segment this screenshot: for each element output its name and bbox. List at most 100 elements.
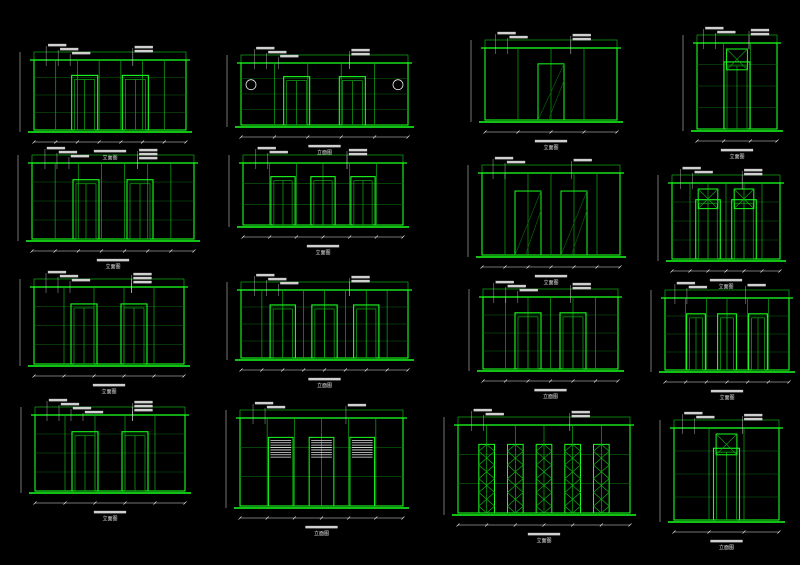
drawing-caption	[96, 258, 130, 262]
note-text-mark	[266, 405, 286, 409]
dimension-tick	[385, 368, 389, 372]
dimension-tick	[618, 265, 622, 269]
dimension-tick	[374, 235, 379, 239]
dimension-tick	[616, 379, 620, 383]
note-text-mark	[256, 46, 275, 50]
dimension-tick	[787, 380, 791, 384]
elevation-e13: 立面图	[20, 398, 191, 522]
lattice-diamond	[506, 471, 524, 487]
note-text-mark	[507, 284, 526, 288]
lattice-diamond	[506, 498, 524, 514]
drawing-subcaption: 立面图	[315, 249, 330, 256]
note-text-mark	[72, 406, 92, 410]
elevation-e15: 立面图	[443, 408, 636, 544]
note-text-mark	[59, 274, 79, 278]
dimension-tick	[239, 135, 243, 139]
dimension-tick	[760, 269, 764, 273]
note-text-mark	[280, 281, 299, 285]
dimension-tick	[549, 130, 553, 134]
note-text-mark	[684, 411, 703, 415]
lattice-diamond	[592, 471, 610, 487]
dimension-tick	[548, 379, 553, 383]
dimension-tick	[97, 140, 101, 144]
note-text-mark	[682, 166, 701, 170]
elevation-e14: 立面图	[225, 401, 409, 537]
note-text-mark	[696, 415, 715, 419]
dimension-tick	[241, 235, 245, 239]
dimension-tick	[183, 501, 187, 505]
dimension-tick	[526, 379, 530, 383]
elevation-e8: 立面图	[657, 166, 786, 290]
dimension-tick	[406, 368, 410, 372]
dimension-tick	[192, 249, 196, 253]
dimension-tick	[742, 269, 746, 273]
drawing-subcaption: 立面图	[536, 537, 551, 544]
lattice-diamond	[592, 485, 610, 500]
drawing-caption	[720, 148, 754, 152]
dimension-tick	[401, 235, 405, 239]
note-text-mark	[351, 48, 370, 52]
dimension-tick	[93, 501, 97, 505]
ornament-square	[733, 188, 755, 210]
elevation-e3: 立面图	[470, 31, 623, 151]
dimension-tick	[503, 265, 507, 269]
drawing-caption	[534, 388, 567, 392]
dimension-tick	[456, 523, 460, 527]
drawing-caption	[534, 274, 568, 278]
dimension-tick	[140, 140, 145, 144]
lattice-diamond	[506, 485, 524, 500]
note-text-mark	[676, 281, 696, 285]
note-text-mark	[509, 35, 528, 39]
dimension-tick	[663, 380, 667, 384]
door-frame	[267, 436, 294, 507]
note-text-mark	[694, 170, 713, 174]
ornament-cross	[715, 433, 738, 456]
dimension-tick	[688, 269, 692, 273]
note-text-mark	[134, 404, 153, 408]
dimension-tick	[122, 249, 127, 253]
vase-ornament	[245, 79, 257, 91]
dimension-tick	[742, 530, 746, 534]
dimension-tick	[513, 523, 518, 527]
lattice-diamond	[535, 443, 553, 459]
dimension-tick	[484, 523, 489, 527]
drawing-subcaption: 立面图	[543, 393, 558, 400]
note-text-mark	[573, 158, 592, 162]
dimension-tick	[76, 249, 80, 253]
note-text-mark	[60, 47, 79, 51]
dimension-tick	[778, 269, 782, 273]
note-text-mark	[268, 50, 287, 54]
dimension-tick	[526, 265, 530, 269]
dimension-tick	[53, 249, 57, 253]
drawing-subcaption: 立面图	[729, 153, 744, 160]
note-text-mark	[473, 408, 492, 412]
note-text-mark	[280, 54, 299, 58]
drawing-caption	[710, 389, 744, 393]
elevation-e1: 立面图	[19, 43, 192, 161]
drawing-subcaption: 立面图	[317, 382, 332, 389]
note-text-mark	[348, 152, 368, 156]
glass-hatch	[571, 210, 588, 256]
note-text-mark	[519, 288, 538, 292]
ornament-cross	[697, 188, 719, 209]
dimension-tick	[30, 249, 34, 253]
glass-door	[560, 190, 588, 256]
drawing-caption	[306, 244, 340, 248]
drawing-caption	[710, 539, 743, 543]
note-text-mark	[485, 412, 504, 416]
dimension-tick	[162, 140, 166, 144]
note-text-mark	[268, 277, 287, 281]
note-text-mark	[571, 414, 590, 418]
note-text-mark	[747, 283, 766, 287]
elevation-e11: 立面图	[468, 280, 624, 400]
note-text-mark	[717, 30, 736, 34]
dimension-tick	[322, 368, 327, 372]
note-text-mark	[571, 410, 590, 414]
dimension-tick	[272, 135, 277, 139]
vase-ornament	[392, 79, 404, 91]
dimension-tick	[153, 501, 157, 505]
dimension-tick	[75, 140, 80, 144]
dimension-tick	[483, 130, 487, 134]
glass-door	[514, 190, 542, 256]
